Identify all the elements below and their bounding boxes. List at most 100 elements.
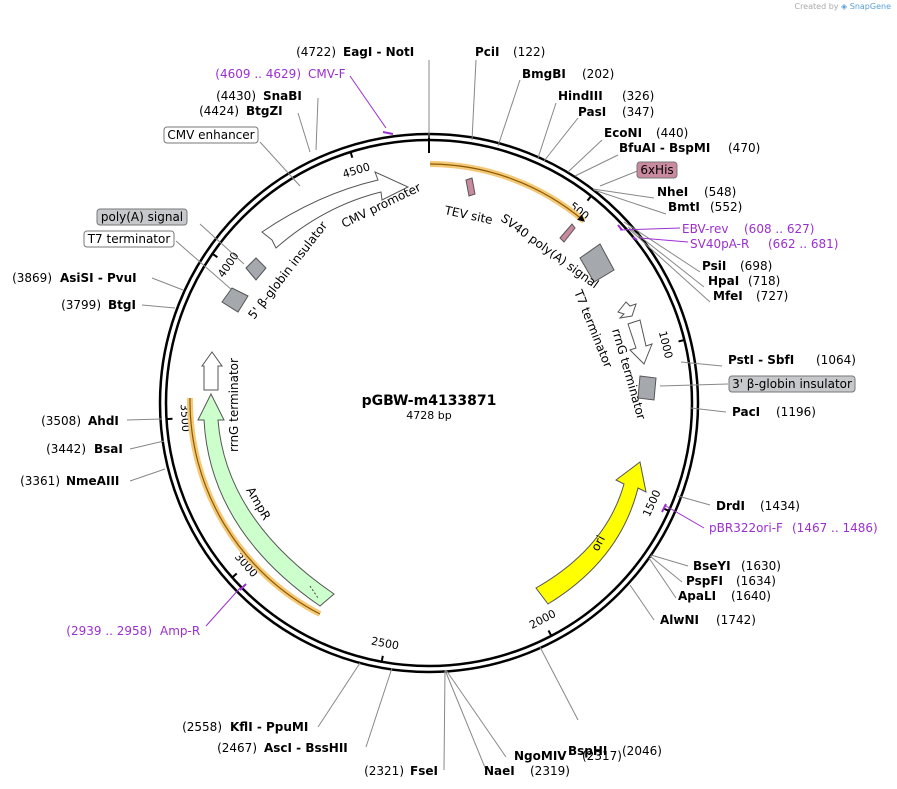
feature-polya-signal: poly(A) signal: [101, 210, 183, 224]
orf-arrow-top: [429, 163, 585, 222]
tick-mark-1000: [678, 339, 685, 343]
tick-label-2000: 2000: [527, 607, 558, 632]
site-nhei-pos: (548): [704, 185, 736, 199]
site-mfei-pos: (727): [756, 289, 788, 303]
tick-label-2500: 2500: [370, 635, 400, 653]
site-ahdi: AhdI: [88, 414, 119, 428]
site-drdi-pos: (1434): [760, 499, 800, 513]
primer-cmv-f: CMV-F: [308, 67, 346, 81]
site-fsei-pos: (2321): [364, 764, 404, 778]
site-asisi-pos: (3869): [12, 271, 52, 285]
site-bsai-pos: (3442): [46, 442, 86, 456]
site-hpai-pos: (718): [748, 274, 780, 288]
site-pcii-pos: (122): [513, 45, 545, 59]
ori-arrow: [535, 461, 647, 605]
ampr-promoter-dash: [309, 585, 319, 599]
primer-ebv-rev-range: (608 .. 627): [744, 222, 814, 236]
feature-ori: ori: [588, 533, 608, 553]
tick-mark-2500: [380, 655, 384, 662]
site-pspfi-pos: (1634): [736, 574, 776, 588]
site-bmgbi: BmgBI: [522, 67, 566, 81]
site-bmti-pos: (552): [710, 200, 742, 214]
feature-t7-terminator-left: T7 terminator: [87, 232, 171, 246]
site-nmeaiii: NmeAIII: [66, 474, 119, 488]
site-btgzi-pos: (4424): [199, 104, 239, 118]
ampr-orf-line: [189, 397, 321, 615]
primer-sv40pa-r-range: (662 .. 681): [768, 237, 838, 251]
primer-ebv-rev: EBV-rev: [682, 222, 728, 236]
site-eagi-notI-pos: (4722): [296, 45, 336, 59]
tick-label-4500: 4500: [341, 160, 372, 181]
feature-tev-site: TEV site: [442, 203, 493, 227]
feature-sv40-polya: SV40 poly(A) signal: [498, 211, 601, 291]
site-asci-bsshii: AscI - BssHII: [264, 741, 348, 755]
his-tag-mark: [559, 223, 576, 243]
plasmid-name: pGBW-m4133871: [362, 393, 497, 409]
primer-pbr322ori-f: pBR322ori-F: [709, 521, 783, 535]
site-hpai: HpaI: [708, 274, 739, 288]
site-btgi-pos: (3799): [61, 298, 101, 312]
site-econi-pos: (440): [656, 126, 688, 140]
plasmid-length: 4728 bp: [406, 409, 451, 422]
primer-amp-r-range: (2939 .. 2958): [66, 624, 152, 638]
t7-terminator-label-box: [83, 230, 175, 248]
primer-cmv-f-range: (4609 .. 4629): [215, 67, 301, 81]
primer-sv40pa-r: SV40pA-R: [690, 237, 749, 251]
primer-leader-lines: [205, 75, 705, 627]
site-drdi: DrdI: [716, 499, 745, 513]
site-snabi: SnaBI: [263, 89, 302, 103]
site-paci: PacI: [732, 405, 760, 419]
site-snabi-pos: (4430): [216, 89, 256, 103]
tick-mark-4500: [349, 151, 354, 159]
site-ahdi-pos: (3508): [41, 414, 81, 428]
site-psti-pos: (1064): [816, 353, 856, 367]
feature-cmv-enhancer: CMV enhancer: [167, 128, 254, 142]
site-psii-pos: (698): [740, 259, 772, 273]
site-apali-pos: (1640): [731, 589, 771, 603]
site-pasi-pos: (347): [622, 105, 654, 119]
tick-mark-3000: [231, 572, 238, 579]
site-bsphi-pos: (2046): [622, 744, 662, 758]
site-asisi-pvui: AsiSI - PvuI: [60, 271, 137, 285]
feature-leader-lines: [175, 141, 729, 387]
site-bseyi: BseYI: [693, 559, 731, 573]
site-naei: NaeI: [484, 764, 515, 778]
site-fsei: FseI: [410, 764, 438, 778]
his-tag-box: [636, 161, 678, 179]
beta-globin-5-box: [221, 287, 249, 313]
site-kfli-pos: (2558): [182, 720, 222, 734]
site-bsai: BsaI: [94, 442, 123, 456]
cmv-enhancer-box: [163, 126, 259, 144]
site-nmeaiii-pos: (3361): [20, 474, 60, 488]
tick-label-1000: 1000: [656, 330, 675, 360]
site-alwni: AlwNI: [660, 613, 699, 627]
t7-terminator-arrow: [617, 301, 637, 319]
site-econi: EcoNI: [604, 126, 642, 140]
site-bseyi-pos: (1630): [741, 559, 781, 573]
rrng-terminator-arrow-left: [201, 351, 223, 391]
beta-globin-3-label-box: [728, 375, 856, 393]
site-bmgbi-pos: (202): [582, 67, 614, 81]
feature-t7-terminator-right: T7 terminator: [571, 287, 615, 370]
site-leader-lines: [126, 59, 727, 771]
site-bfuai-pos: (470): [728, 141, 760, 155]
site-paci-pos: (1196): [776, 405, 816, 419]
snapgene-credit: Created by ◈ SnapGene: [794, 2, 891, 11]
site-bfuai-bspmi: BfuAI - BspMI: [619, 141, 710, 155]
primer-marks: [239, 131, 667, 591]
tev-site-mark: [465, 177, 476, 197]
beta-globin-3-box: [637, 375, 657, 401]
feature-3-beta-globin: 3' β-globin insulator: [732, 377, 852, 391]
feature-rrng-terminator-left: rrnG terminator: [227, 358, 241, 452]
site-psii: PsiI: [702, 259, 726, 273]
credit-prefix: Created by: [794, 2, 839, 11]
tick-mark-500: [586, 195, 592, 202]
sv40-polya-box: [579, 243, 615, 283]
site-alwni-pos: (1742): [716, 613, 756, 627]
site-pspfi: PspFI: [686, 574, 723, 588]
site-nhei: NheI: [657, 185, 688, 199]
site-btgzi: BtgZI: [246, 104, 283, 118]
credit-brand: SnapGene: [849, 2, 891, 11]
tick-mark-2000: [547, 630, 553, 637]
site-mfei: MfeI: [713, 289, 743, 303]
